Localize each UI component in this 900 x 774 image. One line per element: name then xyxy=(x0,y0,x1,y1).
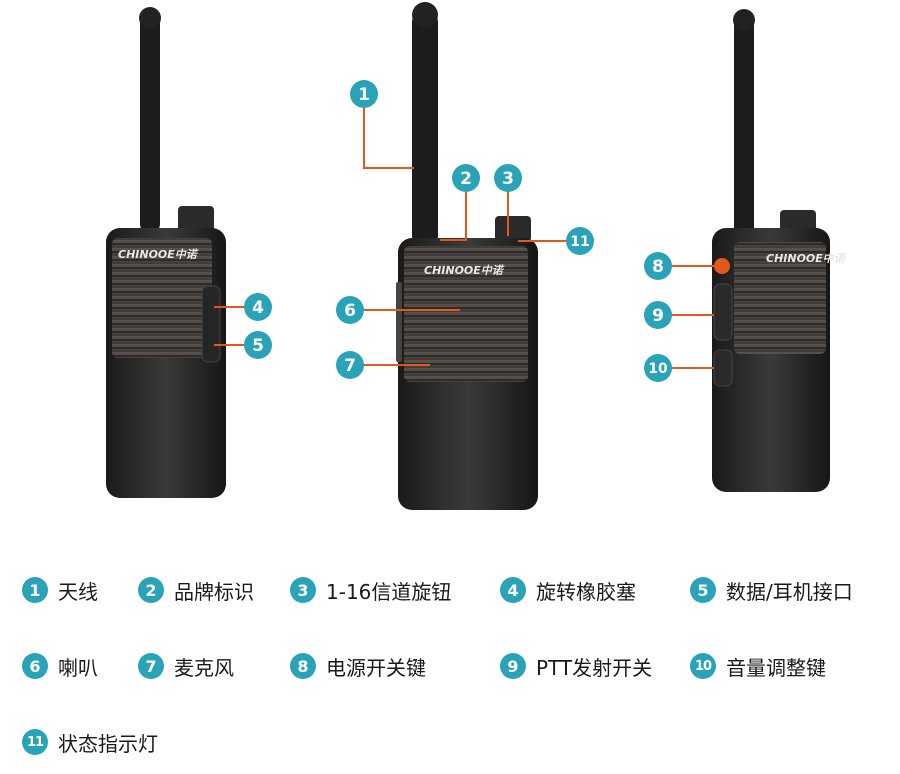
brand-logo: CHINOOE中诺 xyxy=(118,248,199,261)
legend-item-antenna: 1 天线 xyxy=(22,570,98,610)
legend-item-status-led: 11 状态指示灯 xyxy=(22,722,158,762)
legend-badge: 10 xyxy=(690,653,716,679)
legend-badge: 4 xyxy=(500,577,526,603)
legend-label: 喇叭 xyxy=(58,655,98,680)
ptt-button xyxy=(713,283,733,341)
svg-text:6: 6 xyxy=(344,301,356,321)
svg-text:2: 2 xyxy=(460,169,472,189)
legend-badge: 7 xyxy=(138,653,164,679)
callout-4: 4 xyxy=(244,293,272,321)
callout-1: 1 xyxy=(350,80,378,108)
brand-logo: CHINOOE中诺 xyxy=(766,252,847,265)
legend-label: 1-16信道旋钮 xyxy=(326,579,452,604)
brand-logo: CHINOOE中诺 xyxy=(424,264,505,277)
radio-left-view: CHINOOE中诺 xyxy=(106,7,226,498)
svg-text:11: 11 xyxy=(570,234,589,250)
svg-text:3: 3 xyxy=(502,169,514,189)
legend-label: 天线 xyxy=(58,579,98,604)
callout-3: 3 xyxy=(494,164,522,192)
legend-item-microphone: 7 麦克风 xyxy=(138,646,234,686)
legend-item-ptt: 9 PTT发射开关 xyxy=(500,646,652,686)
antenna xyxy=(412,10,438,248)
channel-knob xyxy=(495,216,531,242)
antenna xyxy=(734,16,754,238)
legend-badge: 11 xyxy=(22,729,48,755)
legend-label: 状态指示灯 xyxy=(58,731,158,756)
callout-7: 7 xyxy=(336,351,364,379)
radio-diagram: CHINOOE中诺 CHINOOE中诺 CHINOOE中诺 xyxy=(106,2,847,510)
legend-badge: 1 xyxy=(22,577,48,603)
callout-5: 5 xyxy=(244,331,272,359)
legend-badge: 9 xyxy=(500,653,526,679)
legend-item-rubber-plug: 4 旋转橡胶塞 xyxy=(500,570,636,610)
svg-text:7: 7 xyxy=(344,356,356,376)
svg-text:9: 9 xyxy=(652,306,664,326)
legend: 1 天线 2 品牌标识 3 1-16信道旋钮 4 旋转橡胶塞 5 数据/耳机接口… xyxy=(0,540,900,774)
svg-text:10: 10 xyxy=(648,361,668,377)
legend-badge: 5 xyxy=(690,577,716,603)
legend-item-power-button: 8 电源开关键 xyxy=(290,646,426,686)
legend-item-speaker: 6 喇叭 xyxy=(22,646,98,686)
legend-label: 电源开关键 xyxy=(326,655,426,680)
legend-label: 数据/耳机接口 xyxy=(726,579,853,604)
callout-9: 9 xyxy=(644,301,672,329)
legend-item-brand-logo: 2 品牌标识 xyxy=(138,570,254,610)
legend-label: 品牌标识 xyxy=(174,579,254,604)
legend-label: 麦克风 xyxy=(174,655,234,680)
callout-8: 8 xyxy=(644,252,672,280)
radio-illustration: CHINOOE中诺 CHINOOE中诺 CHINOOE中诺 xyxy=(106,2,847,510)
legend-item-volume: 10 音量调整键 xyxy=(690,646,826,686)
legend-badge: 2 xyxy=(138,577,164,603)
callout-11: 11 xyxy=(566,227,594,255)
callout-2: 2 xyxy=(452,164,480,192)
rubber-plug xyxy=(201,285,221,363)
legend-badge: 6 xyxy=(22,653,48,679)
power-button xyxy=(714,258,730,274)
channel-knob xyxy=(178,206,214,234)
svg-text:4: 4 xyxy=(252,298,264,318)
callout-6: 6 xyxy=(336,296,364,324)
legend-badge: 3 xyxy=(290,577,316,603)
legend-badge: 8 xyxy=(290,653,316,679)
radio-front-view: CHINOOE中诺 xyxy=(396,2,538,510)
legend-item-data-port: 5 数据/耳机接口 xyxy=(690,570,853,610)
callout-badges: 1 2 3 4 5 6 7 8 9 10 11 xyxy=(244,80,672,382)
leader-lines xyxy=(214,104,714,369)
legend-label: 音量调整键 xyxy=(726,655,826,680)
svg-text:8: 8 xyxy=(652,257,664,277)
callout-10: 10 xyxy=(644,354,672,382)
legend-label: 旋转橡胶塞 xyxy=(536,579,636,604)
radio-right-view: CHINOOE中诺 xyxy=(712,9,847,492)
svg-text:5: 5 xyxy=(252,336,264,356)
svg-text:1: 1 xyxy=(358,85,370,105)
antenna xyxy=(140,14,160,234)
volume-button xyxy=(713,349,733,387)
legend-label: PTT发射开关 xyxy=(536,655,653,680)
legend-item-channel-knob: 3 1-16信道旋钮 xyxy=(290,570,451,610)
